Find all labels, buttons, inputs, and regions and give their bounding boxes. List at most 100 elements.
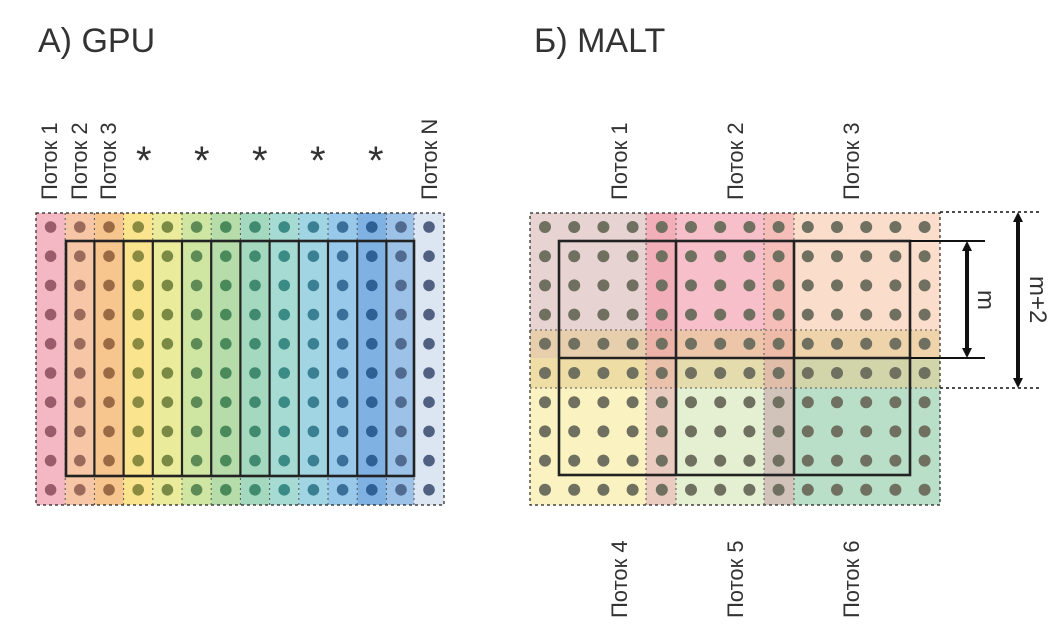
data-point	[132, 338, 144, 350]
data-point	[918, 221, 931, 233]
data-point	[220, 279, 232, 292]
data-point	[831, 221, 843, 233]
data-point	[190, 396, 203, 409]
data-point	[743, 279, 756, 292]
data-point	[395, 308, 407, 321]
data-point	[655, 279, 668, 292]
data-point	[714, 483, 727, 496]
data-point	[801, 367, 814, 379]
data-point	[743, 250, 756, 263]
panel-b-title: Б) MALT	[534, 22, 665, 60]
data-point	[743, 396, 756, 409]
data-point	[831, 367, 843, 379]
panel-a-labels: Поток 1 Поток 2 Поток 3 Поток N * * * * …	[37, 119, 442, 200]
data-point	[597, 337, 610, 350]
data-point	[103, 367, 115, 379]
panel-b-labels: Поток 1 Поток 2 Поток 3 Поток 4 Поток 5 …	[607, 122, 864, 618]
dim-m-label: m	[972, 290, 999, 310]
data-point	[860, 367, 873, 379]
data-point	[626, 396, 639, 409]
data-point	[568, 308, 581, 321]
data-point	[597, 308, 610, 321]
data-point	[278, 279, 291, 292]
data-point	[423, 367, 435, 379]
data-point	[655, 308, 668, 321]
data-point	[889, 425, 902, 438]
panel-a-title: А) GPU	[38, 22, 155, 60]
data-point	[801, 337, 814, 350]
data-point	[597, 396, 610, 409]
data-point	[161, 367, 174, 379]
data-point	[889, 308, 902, 321]
data-point	[889, 367, 902, 379]
data-point	[103, 308, 115, 321]
data-point	[423, 250, 435, 262]
data-point	[74, 338, 86, 350]
data-point	[220, 308, 232, 321]
data-point	[395, 338, 407, 350]
data-point	[220, 221, 232, 233]
data-point	[278, 250, 291, 262]
data-point	[860, 308, 873, 321]
data-point	[743, 483, 756, 496]
data-point	[74, 396, 86, 409]
data-point	[918, 396, 931, 409]
data-point	[366, 396, 378, 409]
data-point	[423, 279, 435, 292]
data-point	[626, 279, 639, 292]
panel-b-thread-label-bottom: Поток 4	[607, 540, 632, 618]
data-point	[626, 454, 639, 467]
data-point	[655, 250, 668, 263]
data-point	[249, 367, 261, 379]
data-point	[655, 367, 668, 379]
data-point	[918, 308, 931, 321]
data-point	[801, 396, 814, 409]
data-point	[889, 337, 902, 350]
data-point	[161, 308, 174, 321]
data-point	[655, 337, 668, 350]
data-point	[772, 454, 785, 467]
data-point	[568, 425, 581, 438]
data-point	[74, 308, 86, 321]
panel-b-thread-label-top: Поток 3	[839, 122, 864, 200]
data-point	[772, 425, 785, 438]
data-point	[132, 454, 144, 467]
data-point	[103, 396, 115, 409]
data-point	[395, 367, 407, 379]
data-point	[161, 396, 174, 409]
data-point	[336, 250, 349, 262]
data-point	[918, 337, 931, 350]
data-point	[889, 454, 902, 467]
panel-b-thread-label-bottom: Поток 6	[839, 540, 864, 618]
data-point	[190, 367, 203, 379]
data-point	[685, 221, 697, 233]
data-point	[568, 250, 581, 263]
data-point	[626, 337, 639, 350]
data-point	[190, 279, 203, 292]
data-point	[423, 221, 435, 233]
data-point	[336, 367, 349, 379]
panel-b-dot-grid	[539, 221, 931, 496]
ellipsis-mark: *	[310, 139, 326, 183]
data-point	[685, 308, 697, 321]
data-point	[44, 367, 57, 379]
data-point	[103, 279, 115, 292]
data-point	[336, 454, 349, 467]
data-point	[568, 454, 581, 467]
data-point	[190, 221, 203, 233]
data-point	[801, 279, 814, 292]
data-point	[278, 367, 291, 379]
data-point	[568, 367, 581, 379]
data-point	[539, 367, 551, 379]
data-point	[190, 484, 203, 496]
data-point	[336, 221, 349, 233]
data-point	[626, 367, 639, 379]
data-point	[918, 425, 931, 438]
data-point	[889, 250, 902, 263]
data-point	[366, 338, 378, 350]
ellipsis-mark: *	[136, 139, 152, 183]
data-point	[568, 337, 581, 350]
data-point	[423, 308, 435, 321]
data-point	[161, 221, 174, 233]
data-point	[74, 221, 86, 233]
